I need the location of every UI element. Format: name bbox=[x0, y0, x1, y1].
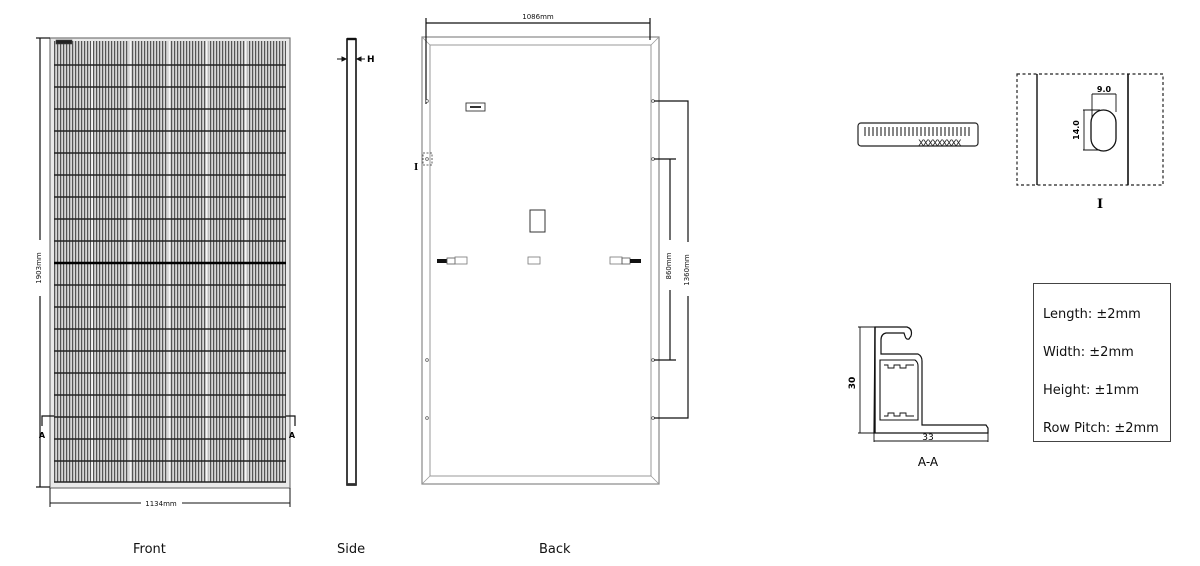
tolerance-table: Length: ±2mm Width: ±2mm Height: ±1mm Ro… bbox=[1033, 283, 1171, 442]
front-view: 1903mm 1134mm A A bbox=[35, 37, 296, 508]
slot-height-label: 14.0 bbox=[1072, 120, 1081, 140]
svg-text:XXXXXXXXX: XXXXXXXXX bbox=[918, 139, 961, 149]
side-thickness-dimension bbox=[337, 56, 365, 62]
front-width-dimension bbox=[49, 488, 291, 507]
back-frame-inner bbox=[429, 44, 652, 477]
back-view: 1086mm I bbox=[414, 13, 691, 485]
junction-box bbox=[529, 209, 546, 233]
front-width-label: 1134mm bbox=[145, 500, 177, 508]
front-row-separators bbox=[54, 64, 286, 483]
back-view-label: Back bbox=[539, 542, 571, 557]
tolerance-width: Width: ±2mm bbox=[1043, 345, 1134, 360]
side-profile bbox=[346, 38, 357, 486]
section-aa-title: A-A bbox=[918, 455, 939, 469]
profile-height-label: 30 bbox=[848, 377, 858, 390]
mount-dimensions bbox=[654, 100, 689, 419]
detail-i-view: 9.0 14.0 I bbox=[1016, 73, 1164, 212]
mounting-holes bbox=[425, 99, 655, 420]
side-thickness-label: H bbox=[367, 55, 375, 65]
detail-i-callout bbox=[422, 152, 433, 166]
profile-width-label: 33 bbox=[922, 433, 933, 443]
tolerance-row-pitch: Row Pitch: ±2mm bbox=[1043, 421, 1159, 436]
detail-i-title: I bbox=[1097, 197, 1103, 212]
section-a-markers bbox=[41, 415, 296, 426]
detail-i-marker: I bbox=[414, 163, 418, 173]
back-width-dimension bbox=[425, 18, 651, 104]
side-view: H bbox=[337, 37, 375, 486]
section-aa-view: 30 33 A-A bbox=[848, 326, 989, 469]
cable-connectors bbox=[437, 256, 641, 265]
front-height-dimension bbox=[36, 37, 50, 488]
frame-top-section: XXXXXXXXX bbox=[857, 122, 979, 149]
inner-mount-label: 860mm bbox=[665, 252, 673, 279]
section-marker-right: A bbox=[289, 431, 296, 440]
tolerance-length: Length: ±2mm bbox=[1043, 307, 1141, 322]
back-width-label: 1086mm bbox=[522, 13, 554, 21]
mounting-slot bbox=[1090, 109, 1117, 152]
front-column-separators bbox=[91, 41, 247, 482]
section-marker-left: A bbox=[39, 431, 46, 440]
front-height-label: 1903mm bbox=[35, 252, 43, 284]
outer-mount-label: 1360mm bbox=[683, 254, 691, 286]
front-cell-area bbox=[54, 41, 286, 482]
front-nameplate bbox=[55, 39, 73, 45]
tolerance-height: Height: ±1mm bbox=[1043, 383, 1139, 398]
front-view-label: Front bbox=[133, 542, 166, 557]
slot-width-label: 9.0 bbox=[1097, 85, 1112, 94]
side-view-label: Side bbox=[337, 542, 366, 557]
